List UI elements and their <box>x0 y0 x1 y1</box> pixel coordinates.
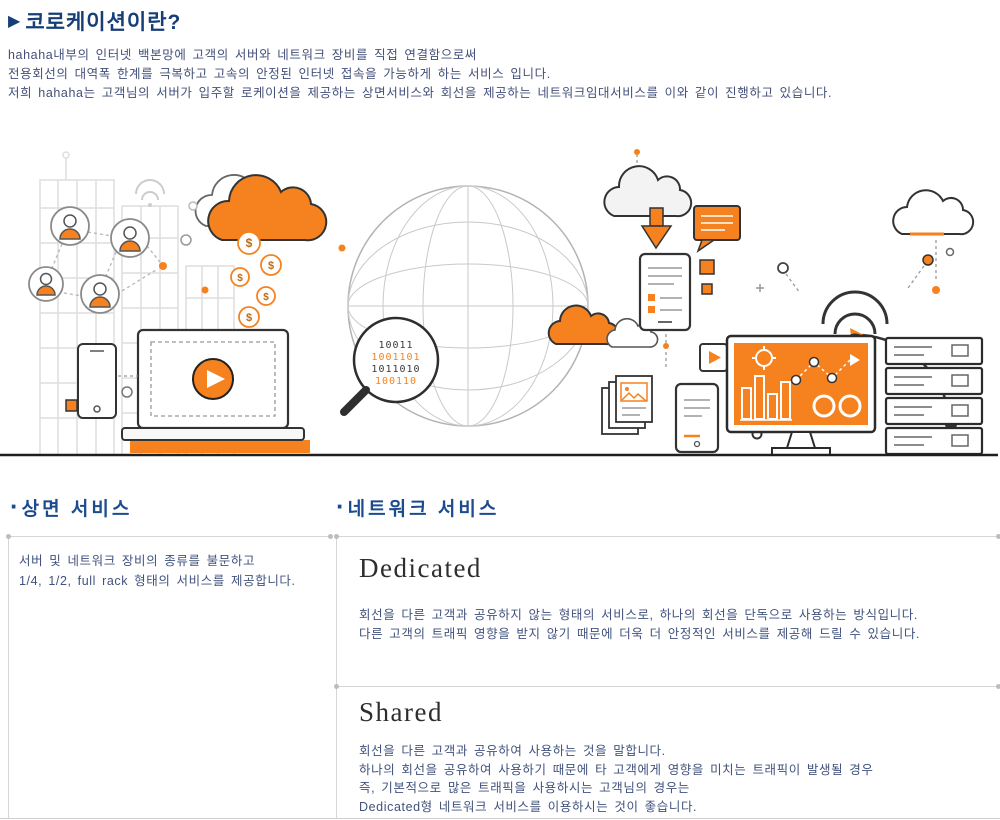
laptop-video-icon <box>121 328 310 453</box>
bullet-icon: · <box>336 490 345 521</box>
node-dot <box>159 262 167 270</box>
intro-line-2: 전용회선의 대역폭 한계를 극복하고 고속의 안정된 인터넷 접속을 가능하게 … <box>8 67 551 81</box>
shared-title: Shared <box>359 697 443 727</box>
network-service-title: 네트워크 서비스 <box>347 499 500 520</box>
smartphone-left-icon <box>65 343 138 419</box>
dedicated-title: Dedicated <box>359 553 482 583</box>
user-avatar-icon <box>80 274 120 314</box>
user-network-icon <box>28 206 209 314</box>
svg-text:10011: 10011 <box>378 340 413 351</box>
intro-line-1: hahaha내부의 인터넷 백본망에 고객의 서버와 네트워크 장비를 직접 연… <box>8 48 477 62</box>
svg-text:$: $ <box>237 273 243 284</box>
user-avatar-icon <box>50 206 90 246</box>
svg-text:$: $ <box>268 260 274 272</box>
server-rack-icon <box>884 336 984 456</box>
document-phone-icon <box>638 252 692 332</box>
page-title: ▶ 코로케이션이란? <box>8 6 988 36</box>
hero-illustration: $ $ $ $ $ $ <box>0 148 1000 460</box>
chat-bubble-icon <box>663 205 741 370</box>
dedicated-panel: Dedicated 회선을 다른 고객과 공유하지 않는 형태의 서비스로, 하… <box>334 534 1000 686</box>
svg-text:$: $ <box>246 312 252 324</box>
svg-text:100110: 100110 <box>375 376 417 387</box>
magnifier-binary-icon: 10011 1001101 1011010 100110 <box>340 316 440 416</box>
intro-section: ▶ 코로케이션이란? hahaha내부의 인터넷 백본망에 고객의 서버와 네트… <box>8 6 988 103</box>
rack-service-panel: 서버 및 네트워크 장비의 종류를 불문하고 1/4, 1/2, full ra… <box>6 534 333 818</box>
download-cloud-icon <box>603 149 693 250</box>
dedicated-desc-line-2: 다른 고객의 트래픽 영향을 받지 않기 때문에 더욱 더 안정적인 서비스를 … <box>359 626 920 641</box>
network-service-heading: · 네트워크 서비스 <box>336 490 500 521</box>
dedicated-description: 회선을 다른 고객과 공유하지 않는 형태의 서비스로, 하나의 회선을 단독으… <box>359 606 998 643</box>
hero-illustration-svg: $ $ $ $ $ $ <box>0 149 998 457</box>
node-dot <box>201 286 209 294</box>
user-avatar-icon <box>28 266 64 302</box>
title-arrow-icon: ▶ <box>8 13 21 30</box>
shared-panel: Shared 회선을 다른 고객과 공유하여 사용하는 것을 말합니다. 하나의… <box>334 684 1000 818</box>
dedicated-desc-line-1: 회선을 다른 고객과 공유하지 않는 형태의 서비스로, 하나의 회선을 단독으… <box>359 608 918 622</box>
shared-desc-line-2: 하나의 회선을 공유하여 사용하기 때문에 타 고객에게 영향을 미치는 트래픽… <box>359 762 874 777</box>
svg-text:$: $ <box>246 236 253 250</box>
cloud-right-icon <box>892 189 975 294</box>
shared-desc-line-1: 회선을 다른 고객과 공유하여 사용하는 것을 말합니다. <box>359 744 666 758</box>
svg-text:$: $ <box>263 292 269 303</box>
rack-desc-line-2: 1/4, 1/2, full rack 형태의 서비스를 제공합니다. <box>19 574 296 588</box>
globe-icon <box>347 185 589 427</box>
bullet-icon: · <box>10 490 19 521</box>
shared-desc-line-4: Dedicated형 네트워크 서비스를 이용하시는 것이 좋습니다. <box>359 799 698 814</box>
intro-line-3: 저희 hahaha는 고객님의 서버가 입주할 로케이션을 제공하는 상면서비스… <box>8 86 833 100</box>
bottom-divider <box>0 818 1000 819</box>
rack-desc-line-1: 서버 및 네트워크 장비의 종류를 불문하고 <box>19 554 256 568</box>
rack-service-title: 상면 서비스 <box>21 499 133 520</box>
svg-text:1001101: 1001101 <box>371 352 420 363</box>
user-avatar-icon <box>110 218 150 258</box>
rack-service-heading: · 상면 서비스 <box>10 490 133 521</box>
page-title-text: 코로케이션이란? <box>25 11 182 34</box>
svg-text:1011010: 1011010 <box>371 364 420 375</box>
analytics-monitor-icon <box>725 334 877 456</box>
wifi-small-icon <box>135 179 165 207</box>
intro-description: hahaha내부의 인터넷 백본망에 고객의 서버와 네트워크 장비를 직접 연… <box>8 46 988 103</box>
shared-description: 회선을 다른 고객과 공유하여 사용하는 것을 말합니다. 하나의 회선을 공유… <box>359 742 998 816</box>
node-dot <box>180 234 192 246</box>
shared-desc-line-3: 즉, 기본적으로 많은 트래픽을 사용하시는 고객님의 경우는 <box>359 781 690 795</box>
photo-stack-icon <box>601 343 728 454</box>
money-cloud-icon <box>188 174 346 252</box>
